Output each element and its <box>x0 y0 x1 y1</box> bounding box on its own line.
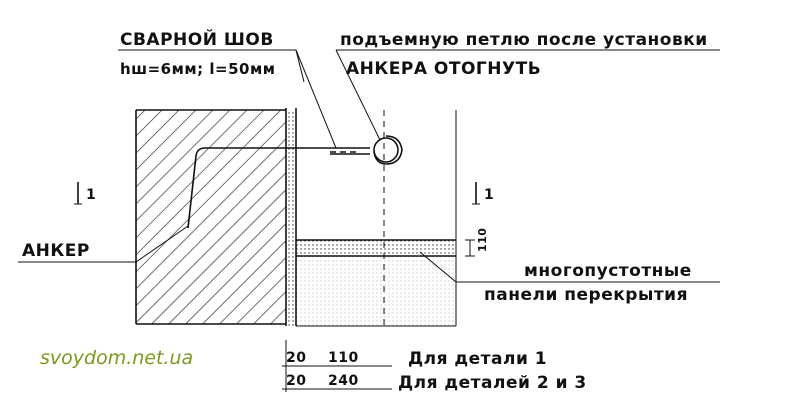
slab-height-dimension: 110 <box>465 228 489 257</box>
section-mark-right: 1 <box>472 182 494 205</box>
section-label-right: 1 <box>484 187 494 203</box>
section-label-left: 1 <box>86 187 96 203</box>
floor-slab <box>296 239 456 327</box>
anchor-rod <box>187 147 370 229</box>
lifting-loop <box>373 135 403 165</box>
table-row-1-b: 110 <box>328 350 359 366</box>
dimension-table: 20 110 Для детали 1 20 240 Для деталей 2… <box>282 340 587 393</box>
site-watermark: svoydom.net.ua <box>40 347 193 369</box>
wall-face-strip <box>285 108 297 326</box>
weld-dims: hш=6мм; l=50мм <box>120 60 275 78</box>
table-row-2-b: 240 <box>328 373 359 389</box>
panels-label-line1: многопустотные <box>524 261 692 281</box>
table-row-1-a: 20 <box>286 350 306 366</box>
loop-note-line2: АНКЕРА ОТОГНУТЬ <box>346 59 541 79</box>
dimension-value: 110 <box>476 228 489 252</box>
anchor-label: АНКЕР <box>22 241 90 261</box>
weld-title: СВАРНОЙ ШОВ <box>120 28 274 50</box>
brick-wall <box>135 109 286 325</box>
section-mark-left: 1 <box>74 182 96 205</box>
table-row-2-desc: Для деталей 2 и 3 <box>398 373 587 393</box>
loop-note-line1: подъемную петлю после установки <box>340 30 708 50</box>
table-row-2-a: 20 <box>286 373 306 389</box>
leader-lines <box>18 49 720 283</box>
panels-label-line2: панели перекрытия <box>484 285 688 305</box>
panel-boundaries <box>383 110 457 326</box>
table-row-1-desc: Для детали 1 <box>408 349 547 369</box>
